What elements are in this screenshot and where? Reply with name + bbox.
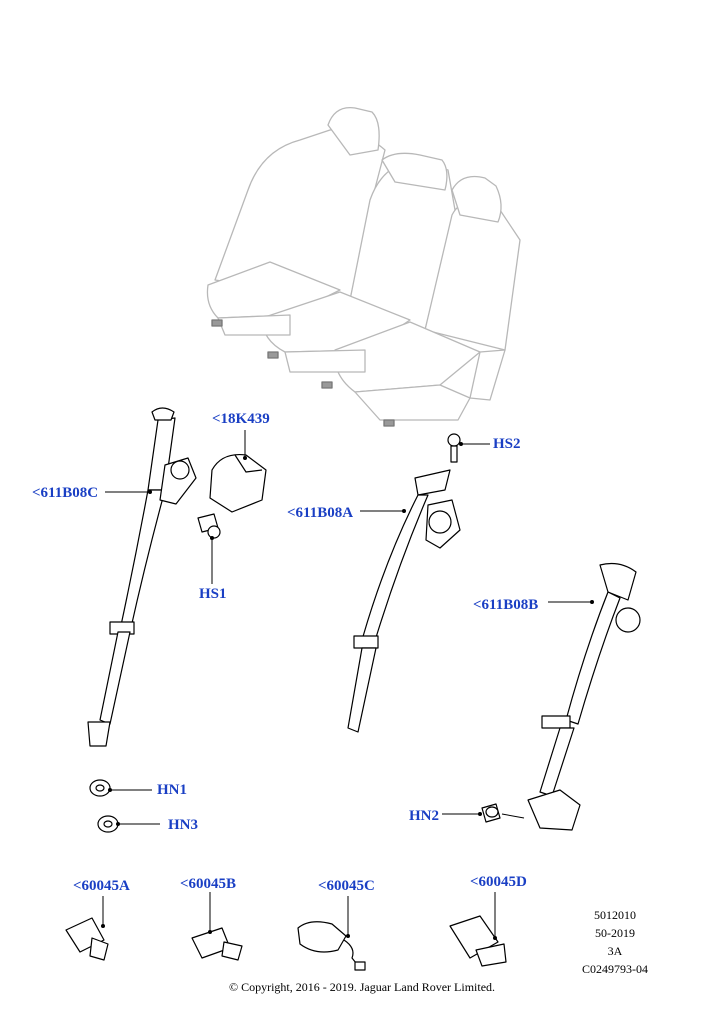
leader-dots — [101, 442, 594, 940]
nut-HN1[interactable] — [89, 779, 111, 797]
seat-belt-assembly-611B08B[interactable] — [527, 562, 641, 831]
reference-line-1: 5012010 — [594, 908, 636, 922]
reference-line-2: 50-2019 — [595, 926, 635, 940]
callout-611B08C[interactable]: <611B08C — [32, 485, 99, 501]
buckle-60045C[interactable] — [297, 921, 366, 971]
reference-block: 5012010 50-2019 3A C0249793-04 — [560, 906, 670, 978]
buckle-60045D[interactable] — [449, 915, 507, 967]
nut-HN2[interactable] — [481, 803, 501, 823]
rear-seat-illustration — [206, 106, 521, 427]
cover-18K439[interactable] — [209, 453, 267, 513]
bolt-HS1[interactable] — [197, 513, 221, 539]
seat-belt-assembly-611B08A[interactable] — [347, 469, 461, 733]
reference-line-3: 3A — [607, 944, 623, 958]
seat-belt-assembly-611B08C[interactable] — [87, 407, 197, 747]
nut-HN3[interactable] — [97, 815, 119, 833]
reference-line-4: C0249793-04 — [582, 962, 648, 976]
callout-60045C[interactable]: <60045C — [318, 878, 375, 894]
buckle-60045B[interactable] — [191, 927, 243, 961]
callout-611B08A[interactable]: <611B08A — [287, 505, 354, 521]
bolt-HS2[interactable] — [447, 433, 461, 463]
callout-HN2[interactable]: HN2 — [409, 808, 439, 824]
callout-HN3[interactable]: HN3 — [168, 817, 198, 833]
callout-HN1[interactable]: HN1 — [157, 782, 187, 798]
callout-HS2[interactable]: HS2 — [493, 436, 521, 452]
callout-60045B[interactable]: <60045B — [180, 876, 237, 892]
callout-HS1[interactable]: HS1 — [199, 586, 227, 602]
leader-lines — [102, 430, 592, 938]
callout-60045A[interactable]: <60045A — [73, 878, 130, 894]
copyright-notice: © Copyright, 2016 - 2019. Jaguar Land Ro… — [228, 980, 496, 994]
callout-60045D[interactable]: <60045D — [470, 874, 527, 890]
buckle-60045A[interactable] — [65, 917, 109, 961]
callout-18K439[interactable]: <18K439 — [212, 411, 270, 427]
callout-611B08B[interactable]: <611B08B — [473, 597, 539, 613]
